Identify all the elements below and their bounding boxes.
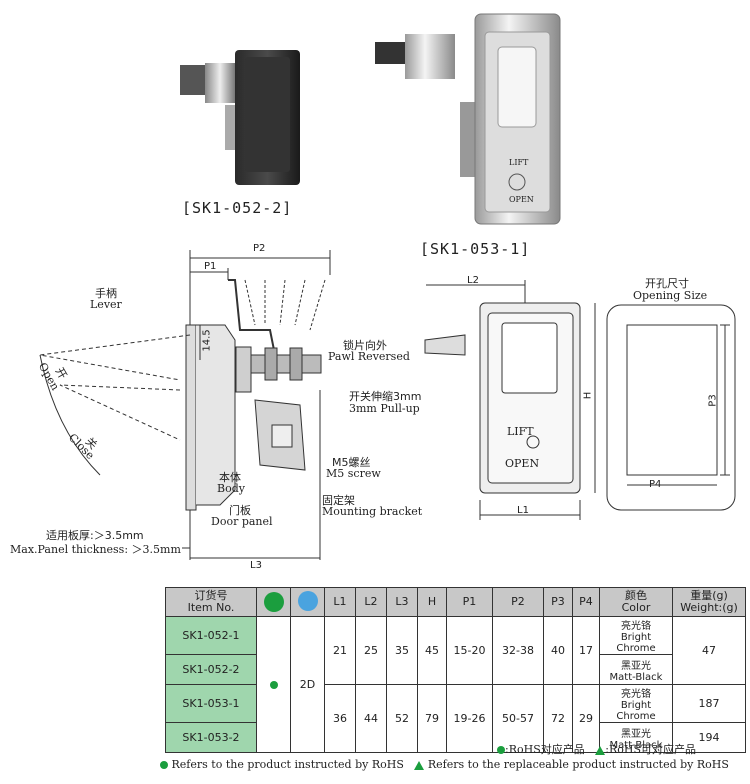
thickness-label-cn: 适用板厚:＞3.5mm — [46, 529, 144, 542]
dim-p1: P1 — [204, 261, 217, 272]
dim-h: H — [582, 391, 594, 400]
lever-label-cn: 手柄 — [95, 287, 117, 300]
dim-l2: L2 — [467, 275, 479, 286]
replaceable-triangle-icon — [414, 760, 425, 770]
rohs-dot-icon — [160, 761, 168, 769]
p2-cell: 32-38 — [492, 616, 544, 685]
screw-label-en: M5 screw — [326, 467, 381, 480]
rohs-icon — [263, 592, 284, 612]
opening-size-drawing — [606, 304, 736, 511]
item-cell: SK1-052-2 — [165, 654, 257, 685]
note-rohs-en: Refers to the product instructed by RoHS… — [160, 758, 729, 771]
header-p2: P2 — [492, 587, 544, 617]
header-cad — [290, 587, 325, 617]
p3-cell: 40 — [543, 616, 573, 685]
pawl-label-en: Pawl Reversed — [328, 350, 410, 363]
l1-cell: 36 — [324, 684, 356, 753]
product-caption-left: [SK1-052-2] — [182, 199, 293, 217]
item-cell: SK1-053-2 — [165, 722, 257, 753]
opening-size-cn: 开孔尺寸 — [645, 277, 689, 290]
pullup-label-en: 3mm Pull-up — [349, 402, 420, 415]
l1-cell: 21 — [324, 616, 356, 685]
pawl-label-cn: 锁片向外 — [343, 339, 387, 352]
table-row: SK1-052-1 2D 21 25 35 45 15-20 32-38 40 … — [165, 616, 746, 753]
weight-cell: 47 — [672, 616, 746, 685]
rohs-dot-icon — [269, 681, 278, 689]
header-l3: L3 — [386, 587, 418, 617]
front-lift-text: LIFT — [507, 425, 534, 438]
weight-cell: 194 — [672, 722, 746, 753]
side-view-drawing — [39, 250, 331, 560]
product-caption-right: [SK1-053-1] — [420, 240, 531, 258]
dim-l1: L1 — [517, 505, 529, 516]
dim-l3: L3 — [250, 560, 262, 571]
p1-cell: 19-26 — [446, 684, 493, 753]
product-photo-sk1-053-1 — [375, 13, 561, 225]
l3-cell: 35 — [386, 616, 418, 685]
body-label-en: Body — [217, 482, 245, 495]
lever-label-en: Lever — [90, 298, 122, 311]
header-weight: 重量(g)Weight:(g) — [672, 587, 746, 617]
note-rohs-cn: :RoHS对应产品 :RoHS可对应产品 — [497, 741, 696, 757]
replaceable-triangle-icon — [595, 745, 606, 755]
cad-cell: 2D — [290, 616, 325, 753]
bracket-label-cn: 固定架 — [322, 494, 355, 507]
table-row: SK1-053-1 36 44 52 79 19-26 50-57 72 29 … — [165, 684, 746, 753]
front-view-drawing — [424, 280, 596, 520]
pullup-label-cn: 开关伸缩3mm — [349, 390, 422, 403]
dim-p4: P4 — [649, 479, 662, 490]
p1-cell: 15-20 — [446, 616, 493, 685]
p2-cell: 50-57 — [492, 684, 544, 753]
rohs-cell — [256, 616, 291, 753]
panel-label-en: Door panel — [211, 515, 273, 528]
photo-open-text: OPEN — [509, 195, 534, 204]
item-cell: SK1-052-1 — [165, 616, 257, 655]
header-l1: L1 — [324, 587, 356, 617]
screw-label-cn: M5螺丝 — [332, 456, 371, 469]
product-photo-sk1-052-2 — [180, 50, 300, 185]
header-l2: L2 — [355, 587, 387, 617]
opening-size-en: Opening Size — [633, 289, 708, 302]
p4-cell: 17 — [572, 616, 600, 685]
header-p3: P3 — [543, 587, 573, 617]
weight-cell: 187 — [672, 684, 746, 723]
l3-cell: 52 — [386, 684, 418, 753]
header-p4: P4 — [572, 587, 600, 617]
cad-icon — [297, 590, 318, 611]
dim-p3: P3 — [707, 394, 719, 407]
header-rohs — [256, 587, 291, 617]
l2-cell: 25 — [355, 616, 387, 685]
header-p1: P1 — [446, 587, 493, 617]
dim-14-5: 14.5 — [201, 329, 213, 352]
bracket-label-en: Mounting bracket — [322, 505, 423, 518]
rohs-dot-icon — [497, 746, 505, 754]
thickness-label-en: Max.Panel thickness: ＞3.5mm — [10, 543, 181, 556]
h-cell: 79 — [417, 684, 447, 753]
h-cell: 45 — [417, 616, 447, 685]
dim-p2: P2 — [253, 243, 266, 254]
body-label-cn: 本体 — [219, 471, 241, 484]
photo-lift-text: LIFT — [509, 158, 529, 167]
l2-cell: 44 — [355, 684, 387, 753]
item-cell: SK1-053-1 — [165, 684, 257, 723]
front-open-text: OPEN — [505, 457, 540, 470]
header-h: H — [417, 587, 447, 617]
panel-label-cn: 门板 — [229, 504, 251, 517]
